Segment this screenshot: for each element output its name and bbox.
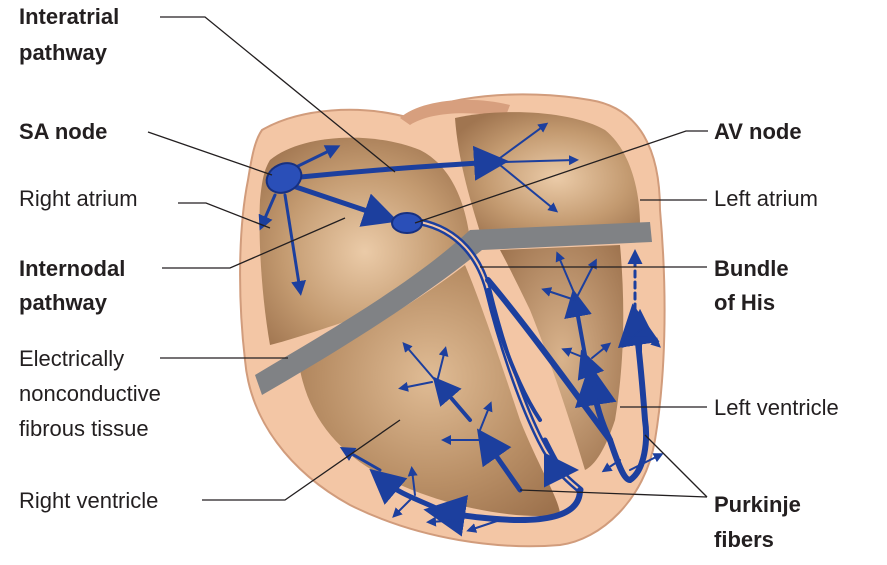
- label-purkinje-2: fibers: [714, 527, 774, 553]
- label-internodal-2: pathway: [19, 290, 107, 316]
- label-fibrous-1: Electrically: [19, 346, 124, 372]
- label-fibrous-3: fibrous tissue: [19, 416, 149, 442]
- label-fibrous-2: nonconductive: [19, 381, 161, 407]
- label-left-ventricle: Left ventricle: [714, 395, 839, 421]
- av-node: [392, 213, 422, 233]
- label-right-ventricle: Right ventricle: [19, 488, 158, 514]
- label-interatrial-2: pathway: [19, 40, 107, 66]
- label-sa-node: SA node: [19, 119, 107, 145]
- label-purkinje: Purkinje: [714, 492, 801, 518]
- label-right-atrium: Right atrium: [19, 186, 138, 212]
- label-left-atrium: Left atrium: [714, 186, 818, 212]
- label-av-node: AV node: [714, 119, 802, 145]
- label-bundle: Bundle: [714, 256, 789, 282]
- label-interatrial: Interatrial: [19, 4, 119, 30]
- label-bundle-2: of His: [714, 290, 775, 316]
- label-internodal: Internodal: [19, 256, 125, 282]
